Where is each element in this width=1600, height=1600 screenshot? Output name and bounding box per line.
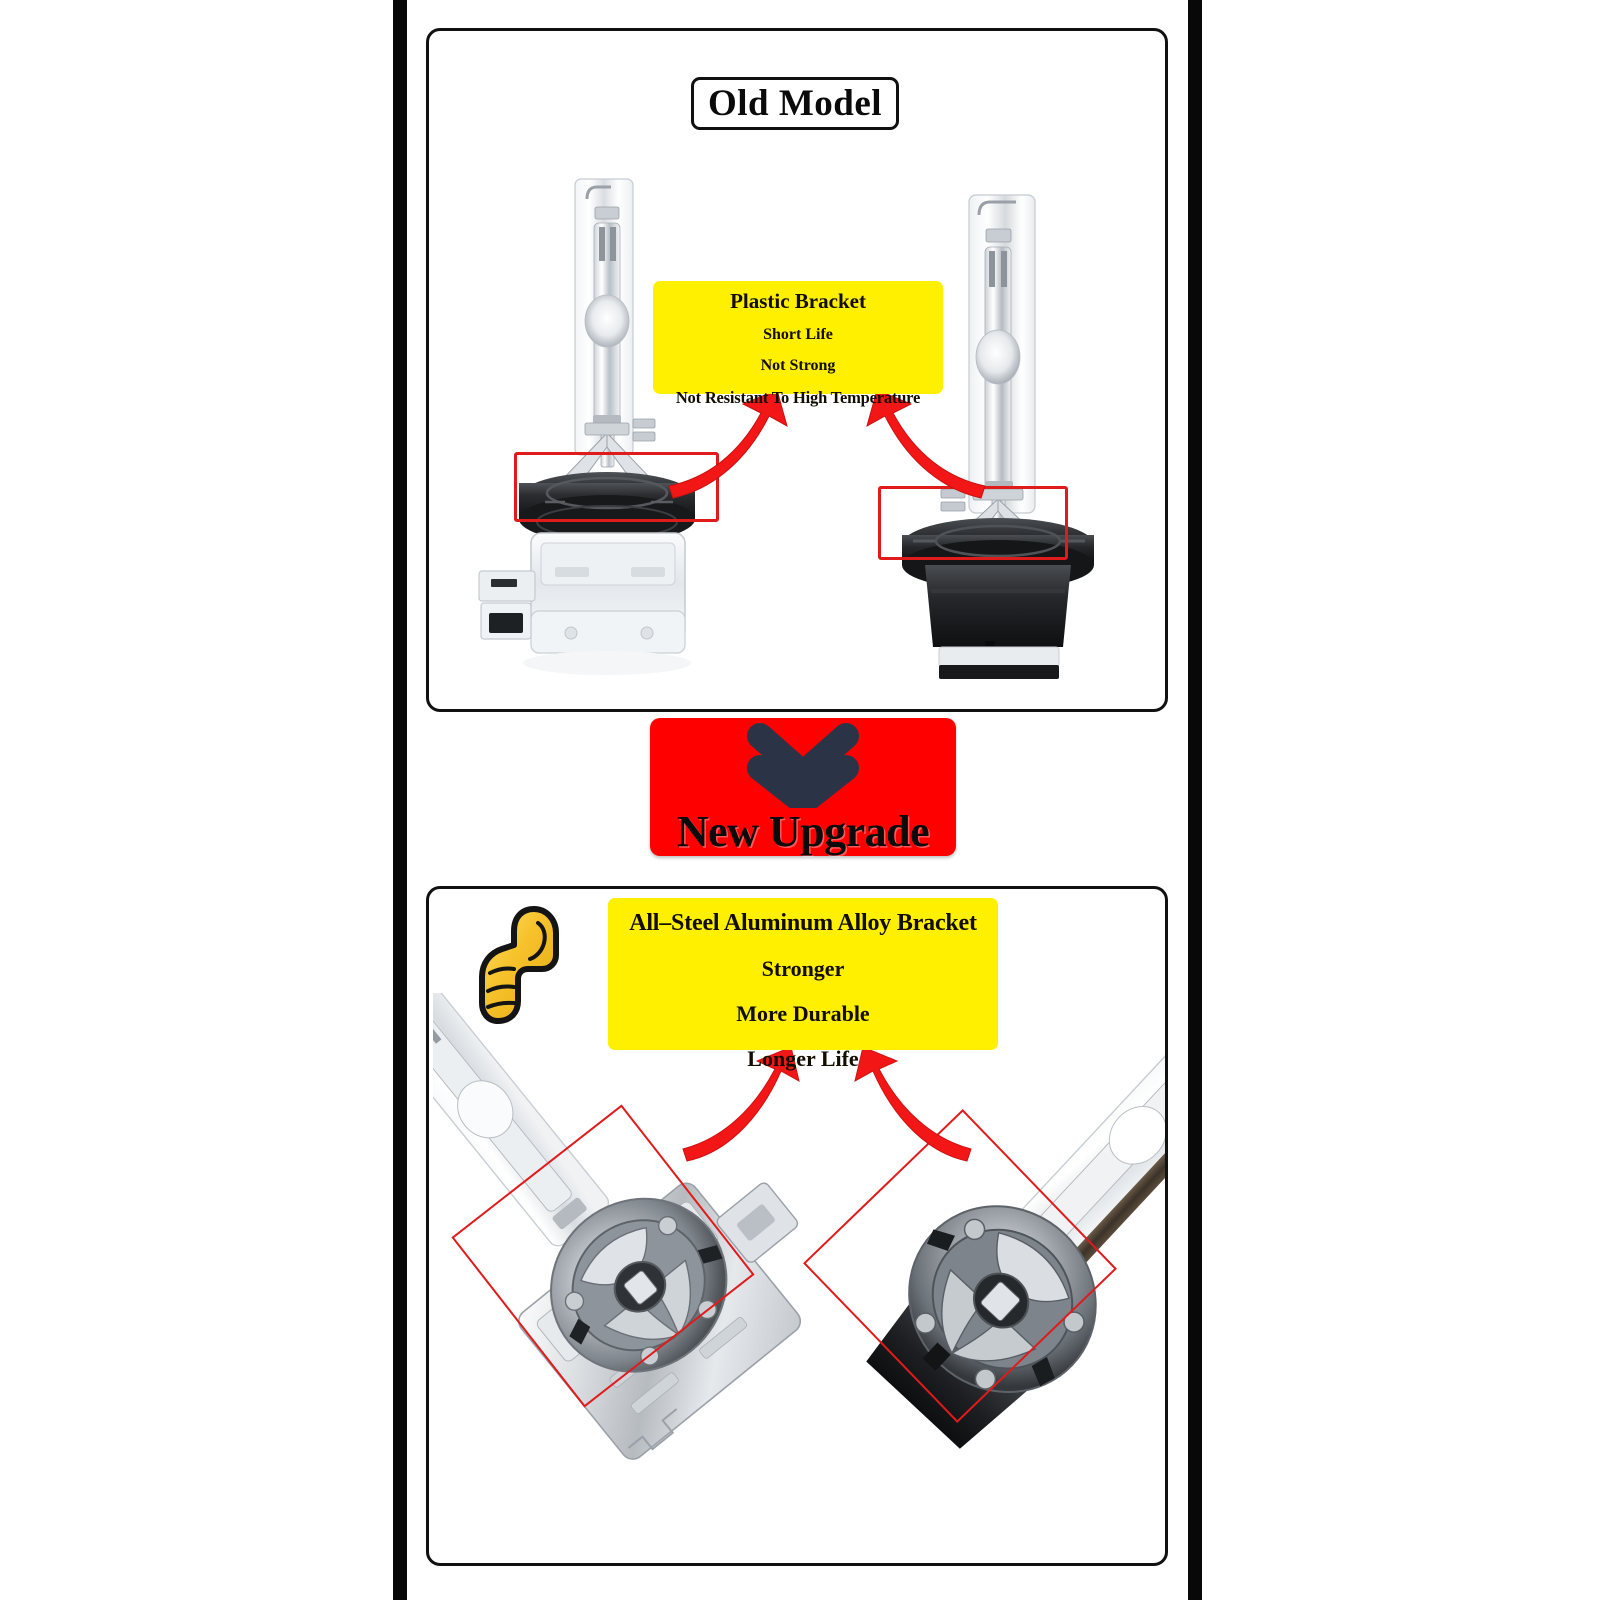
old-hid-bulb-d1s <box>455 171 745 691</box>
arrow-to-left-steel-bracket <box>682 1046 800 1162</box>
right-black-bar <box>1188 0 1202 1600</box>
double-chevron-down-icon <box>650 722 956 808</box>
arrow-to-left-bracket <box>668 389 788 499</box>
callout-title: All–Steel Aluminum Alloy Bracket <box>629 910 977 936</box>
old-model-badge-label: Old Model <box>707 83 883 124</box>
callout-line-1: Short Life <box>763 326 833 343</box>
callout-line-1: Stronger <box>761 956 845 981</box>
right-margin <box>1202 0 1600 1600</box>
callout-line-2: Not Strong <box>760 357 836 374</box>
old-model-panel <box>426 28 1168 712</box>
thumbs-up-icon <box>476 901 594 1025</box>
left-bulb-bracket-highlight <box>514 452 719 522</box>
new-hid-bulb-steel-round-base <box>829 1043 1165 1523</box>
left-black-bar <box>393 0 407 1600</box>
arrow-to-right-steel-bracket <box>854 1046 972 1162</box>
new-upgrade-label: New Upgrade <box>676 807 930 856</box>
callout-title: Plastic Bracket <box>730 289 866 313</box>
steel-bracket-callout: All–Steel Aluminum Alloy Bracket Stronge… <box>608 898 998 1070</box>
new-hid-bulb-steel-square-base <box>433 993 853 1553</box>
arrow-to-right-bracket <box>866 389 986 499</box>
callout-line-2: More Durable <box>736 1001 870 1026</box>
callout-line-3: Longer Life <box>747 1046 859 1071</box>
new-upgrade-banner: New Upgrade <box>650 718 956 856</box>
callout-line-3: Not Resistant To High Temperature <box>675 388 921 407</box>
left-margin <box>0 0 393 1600</box>
plastic-bracket-callout: Plastic Bracket Short Life Not Strong No… <box>653 281 943 406</box>
old-model-badge: Old Model <box>691 77 899 130</box>
